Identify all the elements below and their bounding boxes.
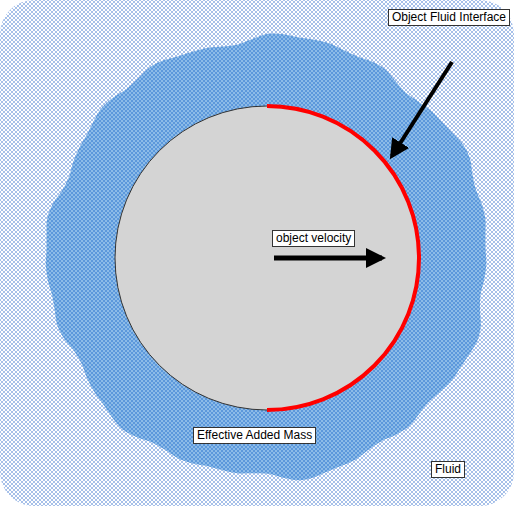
object-circle: object velocity [114, 105, 420, 411]
interface-arc [267, 106, 419, 410]
added-mass-fill [46, 33, 486, 480]
callout-label: Object Fluid Interface [388, 9, 510, 26]
region-label: Fluid [431, 461, 465, 478]
region-label: Effective Added Mass [193, 427, 316, 444]
object-body [115, 106, 419, 410]
velocity-arrow [274, 256, 382, 261]
leader-arrow [392, 62, 452, 156]
object-circle-shape [114, 105, 420, 411]
velocity-label: object velocity [272, 230, 355, 247]
added-mass-region: Effective Added Mass object velocity [40, 29, 496, 485]
